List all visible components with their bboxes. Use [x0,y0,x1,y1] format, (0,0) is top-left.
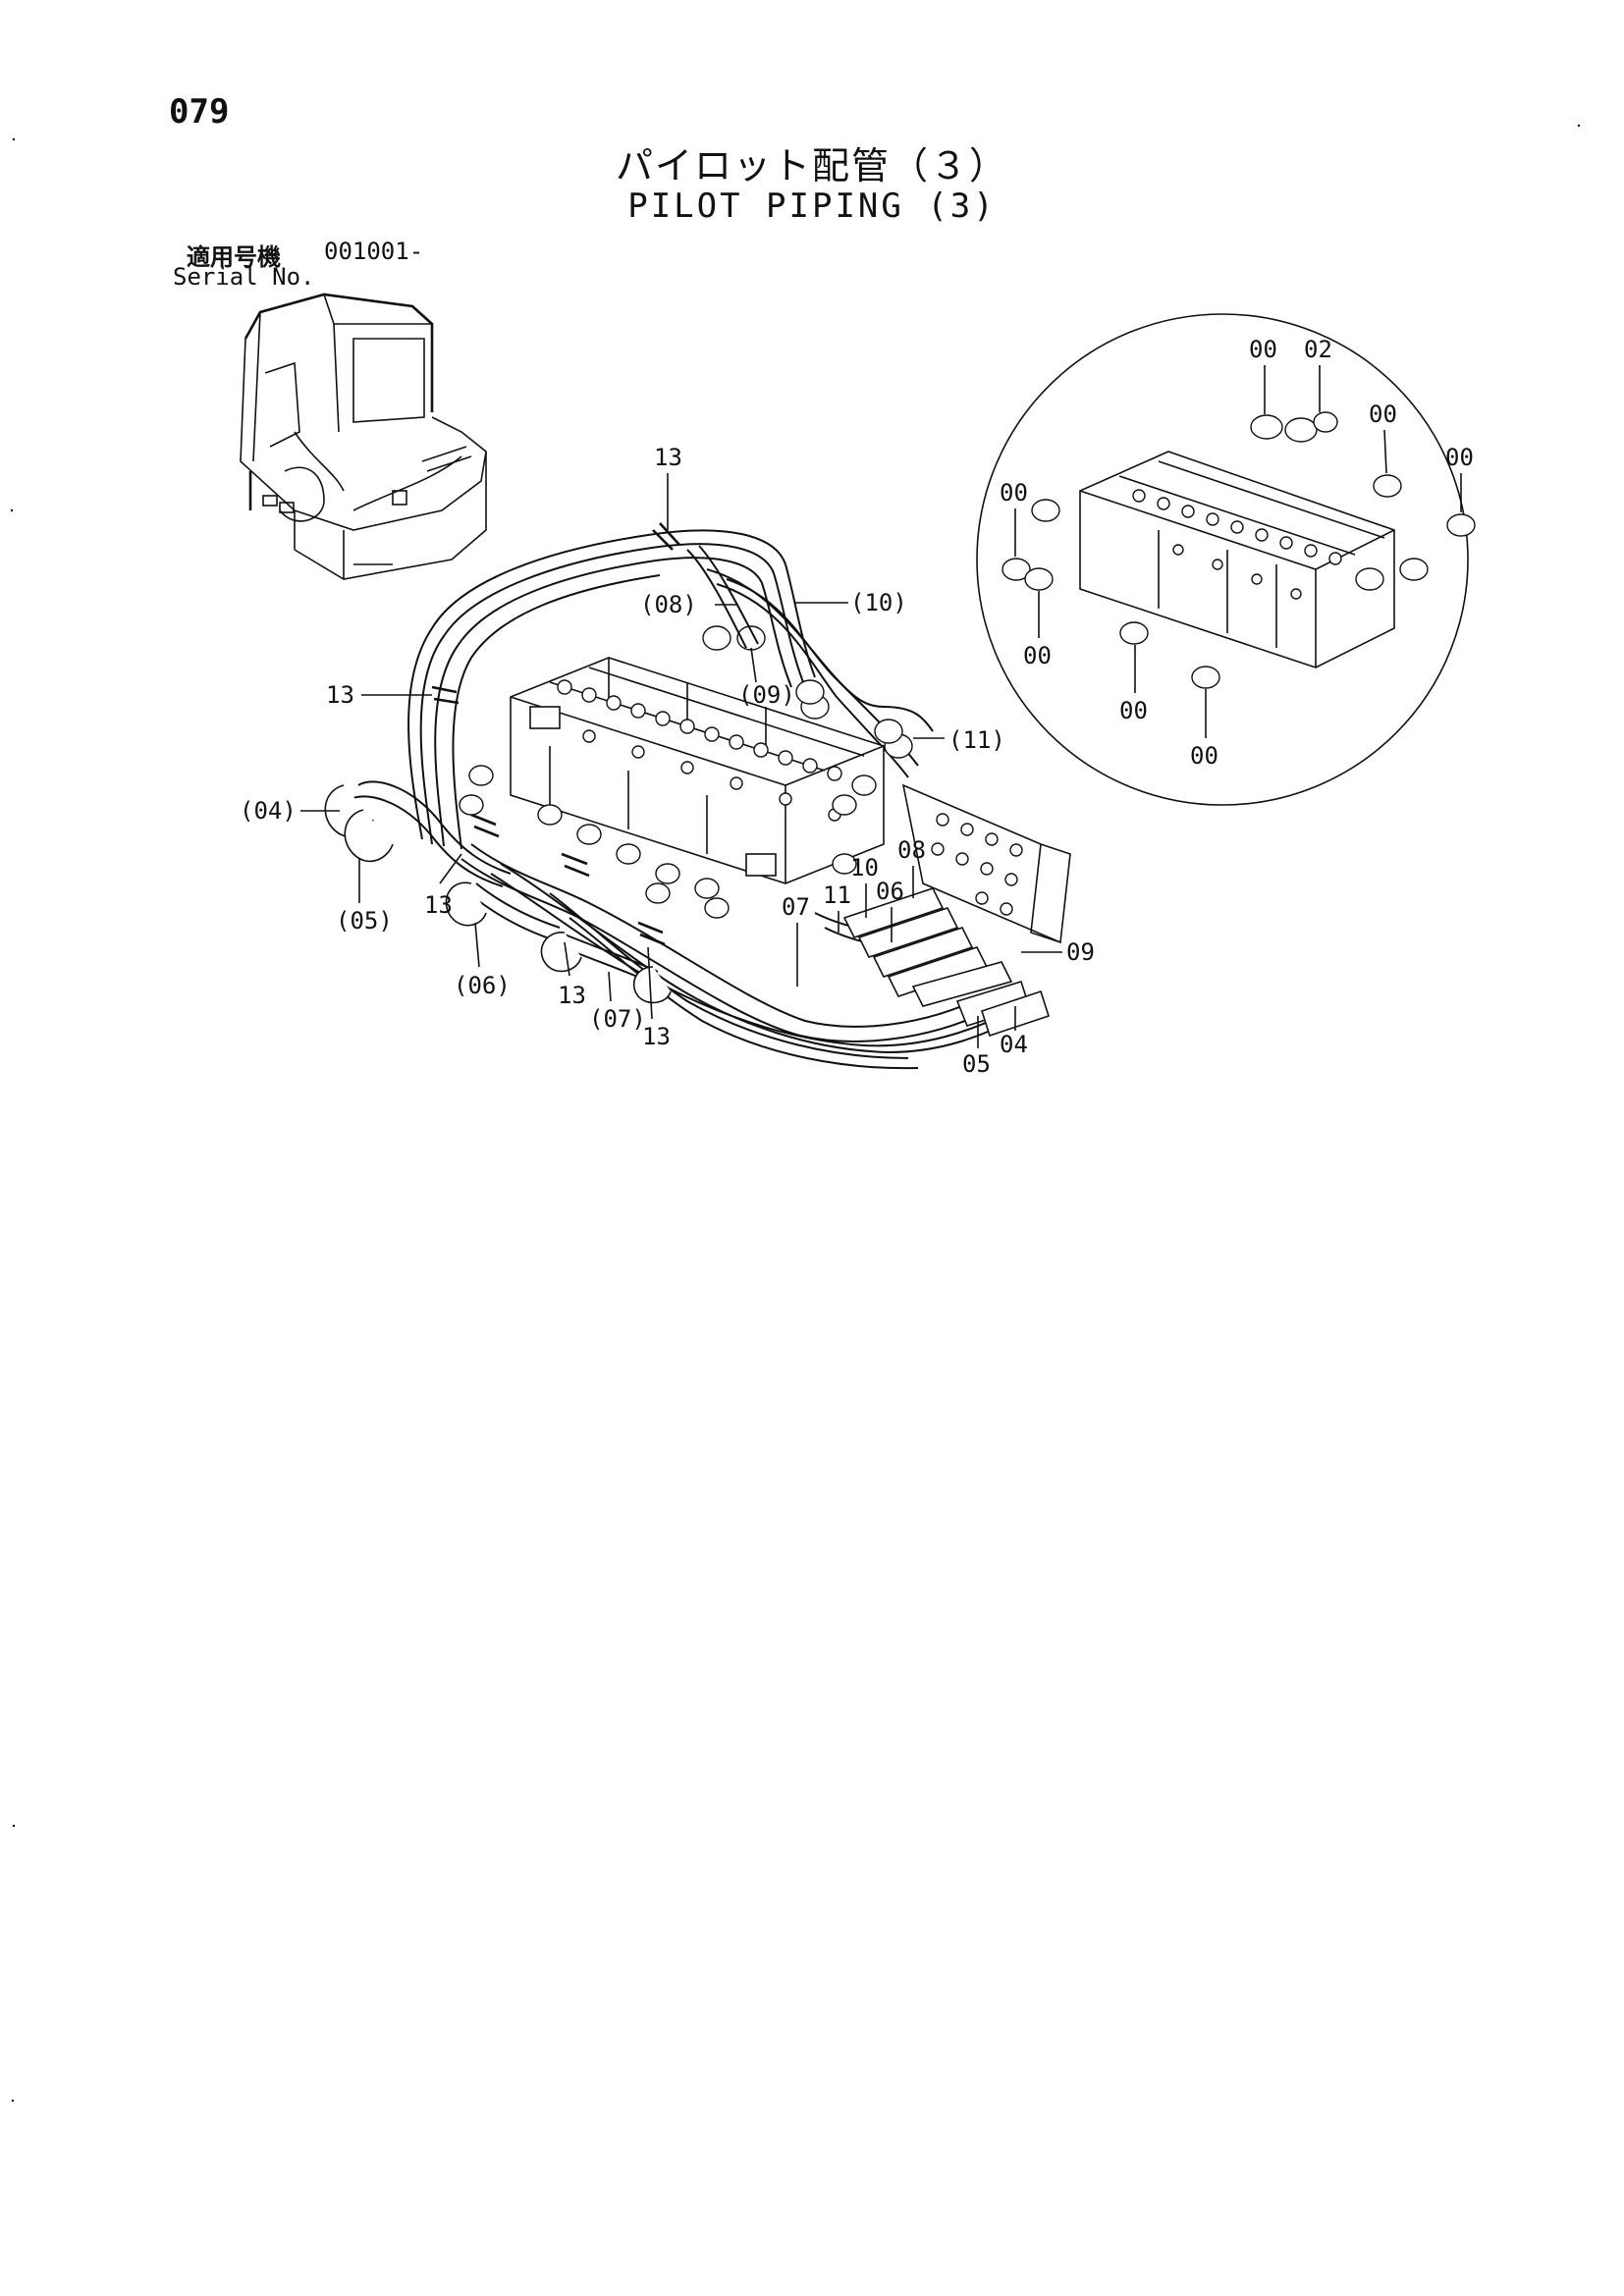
serial-value: 001001- [324,238,424,265]
scan-specks [10,124,1581,2103]
callout-13-mid: 13 [424,891,453,919]
callout-10p: (10) [850,589,907,616]
side-fittings [459,625,913,919]
detail-callout-00-d: 00 [1000,479,1028,507]
detail-callout-00-e: 00 [1023,642,1052,669]
main-callouts: 13 (08) (09) (10) (11) 13 (04) (05) 13 (… [240,444,1095,1078]
control-valve-block [510,657,885,884]
detail-callout-02: 02 [1304,336,1332,363]
hose-end-fittings [842,887,1051,1038]
detail-callout-00-f: 00 [1119,697,1148,724]
callout-06: 06 [876,878,904,905]
callout-05: 05 [962,1050,991,1078]
excavator-locator-illustration [240,293,487,580]
callout-13-top: 13 [654,444,682,471]
serial-label-jp: 適用号機 [187,243,281,271]
callout-08p: (08) [640,591,697,618]
callout-08: 08 [897,836,926,864]
callout-13-low: 13 [558,982,586,1009]
callout-10: 10 [850,854,879,881]
callout-11p: (11) [948,726,1005,754]
page-number: 079 [169,92,230,132]
callout-13-left: 13 [326,681,354,709]
callout-09p: (09) [738,681,795,709]
hose-clamps [431,522,680,946]
upper-pilot-lines [686,545,934,744]
detail-callout-00-g: 00 [1190,742,1218,770]
detail-callout-00-b: 00 [1369,400,1397,428]
mounting-bracket [901,783,1071,944]
callout-13-bottom: 13 [642,1023,671,1050]
detail-callout-00-a: 00 [1249,336,1277,363]
callout-05p: (05) [336,907,393,934]
callout-07p: (07) [589,1005,646,1033]
callout-11: 11 [823,881,851,909]
detail-callout-00-c: 00 [1445,444,1474,471]
callout-04: 04 [1000,1031,1028,1058]
page-title-en: PILOT PIPING (3) [627,187,997,226]
callout-06p: (06) [454,972,511,999]
elbow-fittings [324,784,672,1004]
callout-09: 09 [1066,938,1095,966]
page-title-jp: パイロット配管（３） [615,144,1008,187]
detail-view: 00 02 00 00 00 00 00 00 [976,313,1476,806]
serial-label-en: Serial No. [173,263,315,291]
callout-04p: (04) [240,797,297,825]
callout-07: 07 [782,893,810,921]
